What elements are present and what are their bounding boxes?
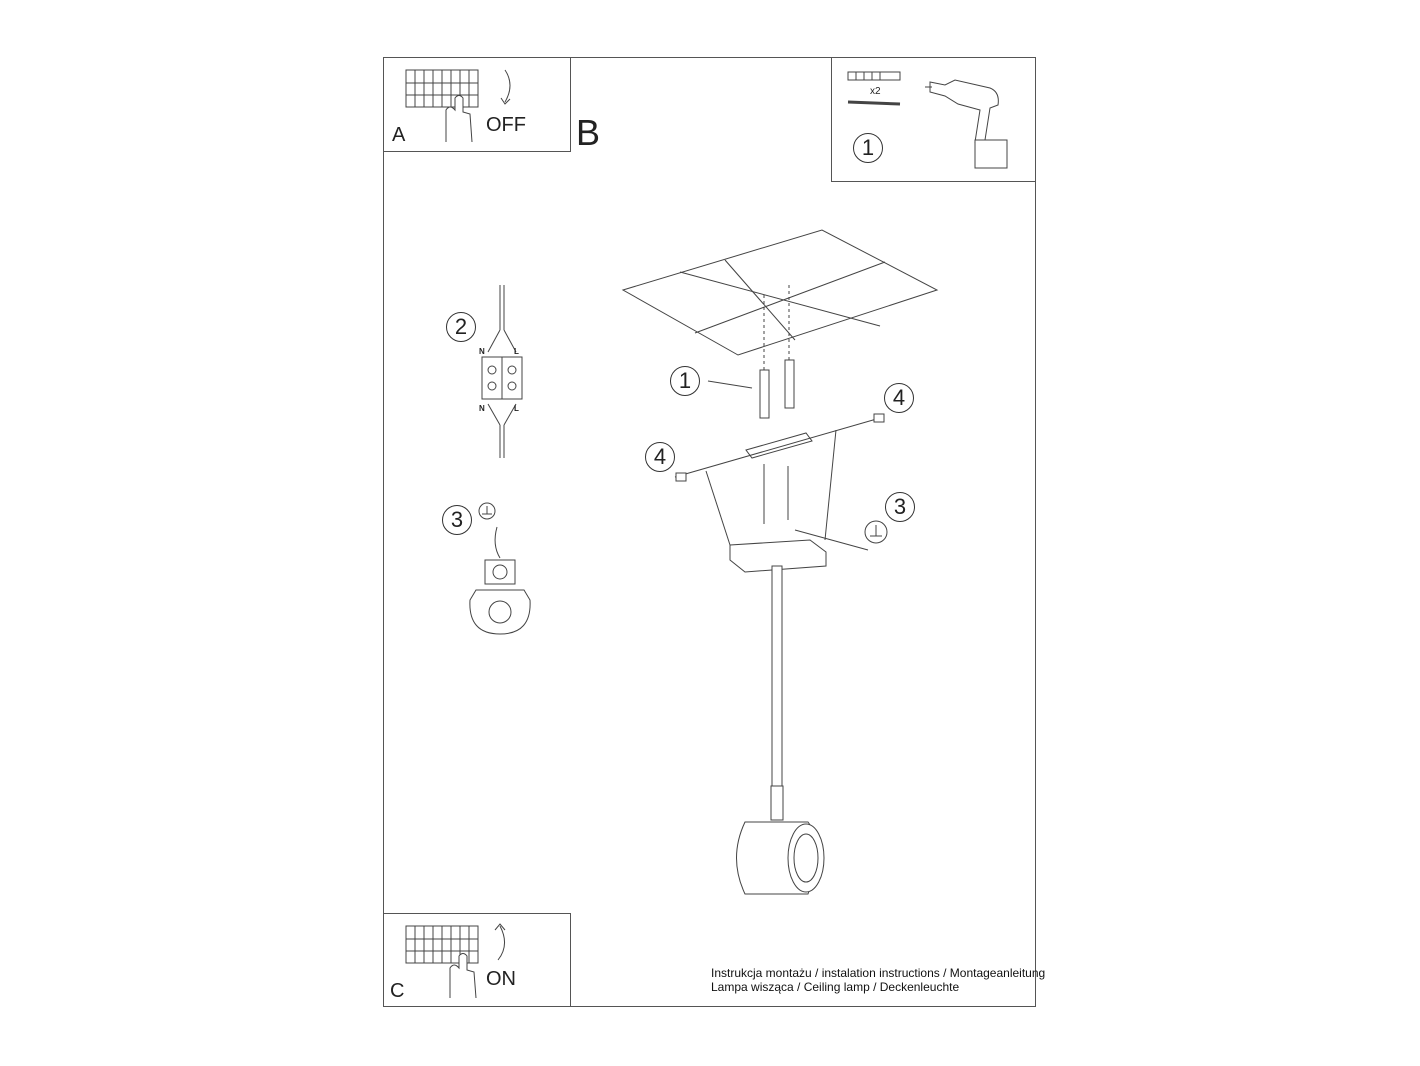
step-circle-side-screw-right: 4 [884,383,914,413]
step-circle-tools: 1 [853,133,883,163]
canopy [705,429,888,573]
step-circle-mount-screws: 1 [670,366,700,396]
wall-plugs [707,285,795,419]
mounting-bracket [674,413,885,524]
ceiling-surface [621,229,939,356]
terminal-l-top: L [514,347,519,356]
step-circle-earth-left: 3 [442,505,472,535]
pendant-rod [770,565,784,821]
terminal-n-bottom: N [479,404,485,413]
footer-line-1: Instrukcja montażu / instalation instruc… [711,966,1046,980]
panel-c-letter: C [390,980,405,1002]
footer-line-2: Lampa wisząca / Ceiling lamp / Deckenleu… [711,980,960,994]
terminal-block [481,285,523,458]
on-label: ON [486,968,516,990]
step-circle-wiring: 2 [446,312,476,342]
instruction-sheet [383,57,1036,1007]
step-circle-side-screw-left: 4 [645,442,675,472]
earth-terminal [469,502,531,635]
quantity-label: x2 [870,86,881,97]
terminal-n-top: N [479,347,485,356]
footer-caption: Instrukcja montażu / instalation instruc… [711,966,1045,994]
terminal-l-bottom: L [514,404,519,413]
panel-b-letter: B [576,112,601,153]
step-circle-earth-right: 3 [885,492,915,522]
off-label: OFF [486,114,526,136]
panel-a-letter: A [392,124,406,146]
spotlight-head [736,821,825,895]
